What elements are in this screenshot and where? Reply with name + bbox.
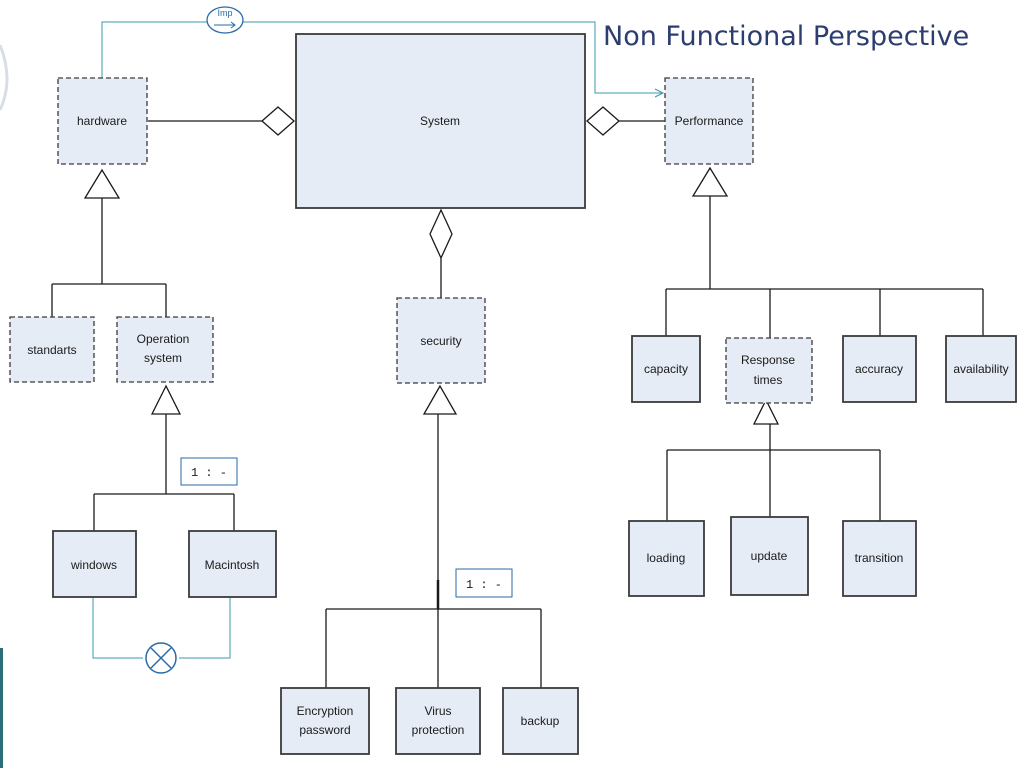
node-update: update <box>730 516 809 596</box>
cardinality-card-security: 1 : - <box>455 568 513 598</box>
node-backup: backup <box>502 687 579 755</box>
inheritance-triangle-response-times <box>752 398 780 425</box>
exclude-icon <box>145 642 177 674</box>
node-label: loading <box>647 551 686 565</box>
inheritance-triangle-operation-system <box>150 384 182 415</box>
node-label: windows <box>70 558 117 572</box>
node-security: security <box>396 297 486 384</box>
aggregation-diamond-security <box>429 208 453 260</box>
node-label: Performance <box>675 114 744 128</box>
node-label: capacity <box>644 362 688 376</box>
node-performance: Performance <box>664 77 754 165</box>
imp-label: Imp <box>217 8 232 18</box>
node-label: standarts <box>27 343 76 357</box>
node-label: transition <box>855 551 904 565</box>
node-label: availability <box>953 362 1008 376</box>
node-accuracy: accuracy <box>842 335 917 403</box>
node-system: System <box>295 33 586 209</box>
node-label: backup <box>521 714 560 728</box>
imp-icon: Imp <box>206 6 244 34</box>
slide-decoration <box>0 44 9 111</box>
node-availability: availability <box>945 335 1017 403</box>
node-label: system <box>144 351 182 365</box>
node-loading: loading <box>628 520 705 597</box>
node-label: hardware <box>77 114 127 128</box>
node-transition: transition <box>842 520 917 597</box>
node-virus-protection: Virus protection <box>395 687 481 755</box>
node-operation-system: Operation system <box>116 316 214 383</box>
node-label: System <box>420 114 460 128</box>
node-response-times: Response times <box>725 337 813 404</box>
node-label: update <box>751 549 788 563</box>
node-macintosh: Macintosh <box>188 530 277 598</box>
node-label: Operation <box>137 332 190 346</box>
aggregation-diamond-hardware <box>261 106 295 136</box>
inheritance-triangle-hardware <box>83 168 121 199</box>
node-capacity: capacity <box>631 335 701 403</box>
node-windows: windows <box>52 530 137 598</box>
node-encryption-password: Encryption password <box>280 687 370 755</box>
inheritance-triangle-security <box>422 384 458 415</box>
node-label: protection <box>412 723 465 737</box>
inheritance-triangle-performance <box>691 166 729 197</box>
node-standarts: standarts <box>9 316 95 383</box>
node-label: Macintosh <box>205 558 260 572</box>
diagram-title: Non Functional Perspective <box>603 21 969 52</box>
node-label: security <box>420 334 461 348</box>
node-label: times <box>754 373 783 387</box>
implication-link <box>101 21 665 98</box>
connector-lines <box>51 120 984 688</box>
exclusion-link <box>92 598 231 659</box>
node-label: password <box>299 723 350 737</box>
cardinality-card-os: 1 : - <box>180 457 238 486</box>
node-label: Response <box>741 353 795 367</box>
cardinality-label: 1 : - <box>466 578 502 592</box>
cardinality-label: 1 : - <box>191 466 227 480</box>
aggregation-diamond-performance <box>586 106 620 136</box>
node-hardware: hardware <box>57 77 148 165</box>
node-label: accuracy <box>855 362 903 376</box>
node-label: Virus <box>424 704 451 718</box>
node-label: Encryption <box>297 704 354 718</box>
slide-edge-bar <box>0 648 3 768</box>
